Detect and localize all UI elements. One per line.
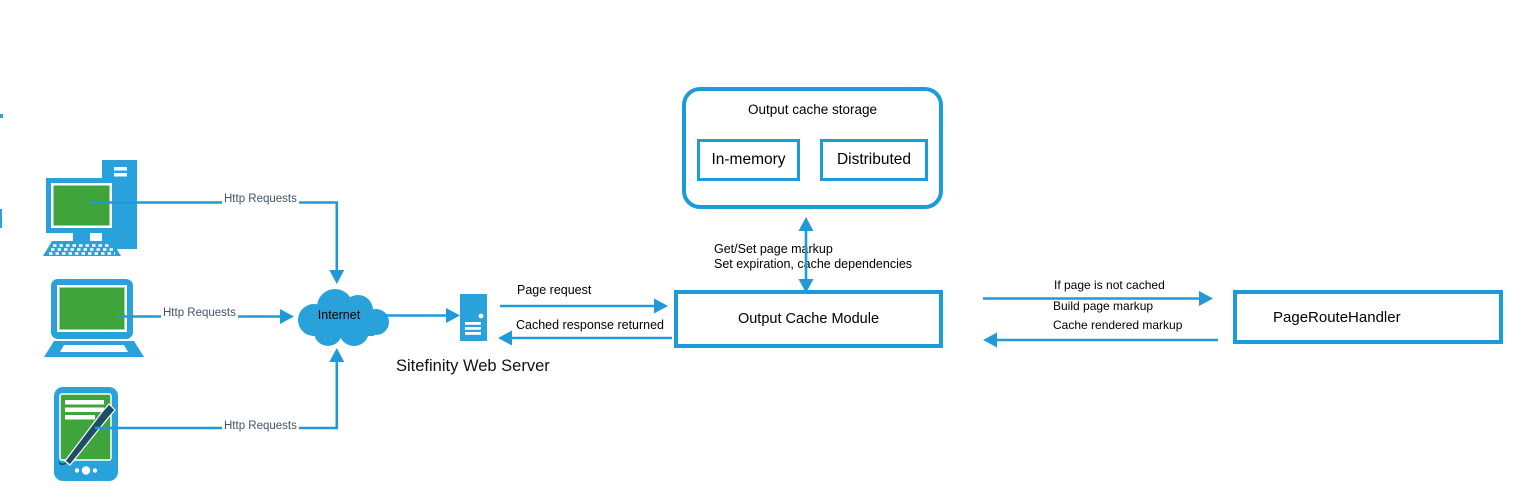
desktop-to-internet-line [90,201,339,271]
page-route-handler-box: PageRouteHandler [1233,290,1503,344]
arrowhead-up-into-cloud [329,348,345,362]
cache-rendered-markup-label: Cache rendered markup [1053,318,1183,332]
tablet-icon [54,387,118,481]
if-page-not-cached-label: If page is not cached [1054,278,1165,292]
distributed-box: Distributed [820,139,928,181]
internet-label: Internet [317,308,361,322]
output-cache-storage-title: Output cache storage [747,102,878,117]
edge-artifact-line [0,209,2,228]
edge-artifact-dot [0,114,3,118]
in-memory-box: In-memory [697,139,800,181]
page-request-label: Page request [517,283,592,297]
set-expiration-label: Set expiration, cache dependencies [714,257,913,271]
build-page-markup-label: Build page markup [1053,299,1154,313]
arrowhead-to-module [983,332,997,348]
output-cache-module-box: Output Cache Module [674,290,943,348]
desktop-computer-icon [43,160,137,256]
arrowhead-double-down [798,279,814,293]
in-memory-label: In-memory [711,151,786,168]
internet-cloud-icon [298,289,389,346]
arrowhead-right-into-cloud [280,309,294,324]
arrowhead-double-up [798,217,814,231]
get-set-page-markup-label: Get/Set page markup [714,242,833,256]
arrowhead-down-into-cloud [329,270,345,284]
http-requests-label-desktop: Http Requests [222,193,299,207]
arrowhead-cached-response [498,330,512,346]
arrowhead-page-request [654,298,668,314]
laptop-icon [44,279,144,357]
distributed-label: Distributed [836,151,912,168]
server-icon [460,294,487,341]
sitefinity-web-server-label: Sitefinity Web Server [396,357,550,375]
arrowhead-to-handler [1199,291,1213,306]
arrowhead-right-into-server [446,308,460,323]
page-route-handler-label: PageRouteHandler [1273,308,1401,326]
cached-response-label: Cached response returned [516,318,665,332]
http-requests-label-laptop: Http Requests [161,307,238,321]
output-cache-module-label: Output Cache Module [737,311,880,327]
http-requests-label-tablet: Http Requests [222,420,299,434]
tablet-to-internet-line [95,361,339,430]
